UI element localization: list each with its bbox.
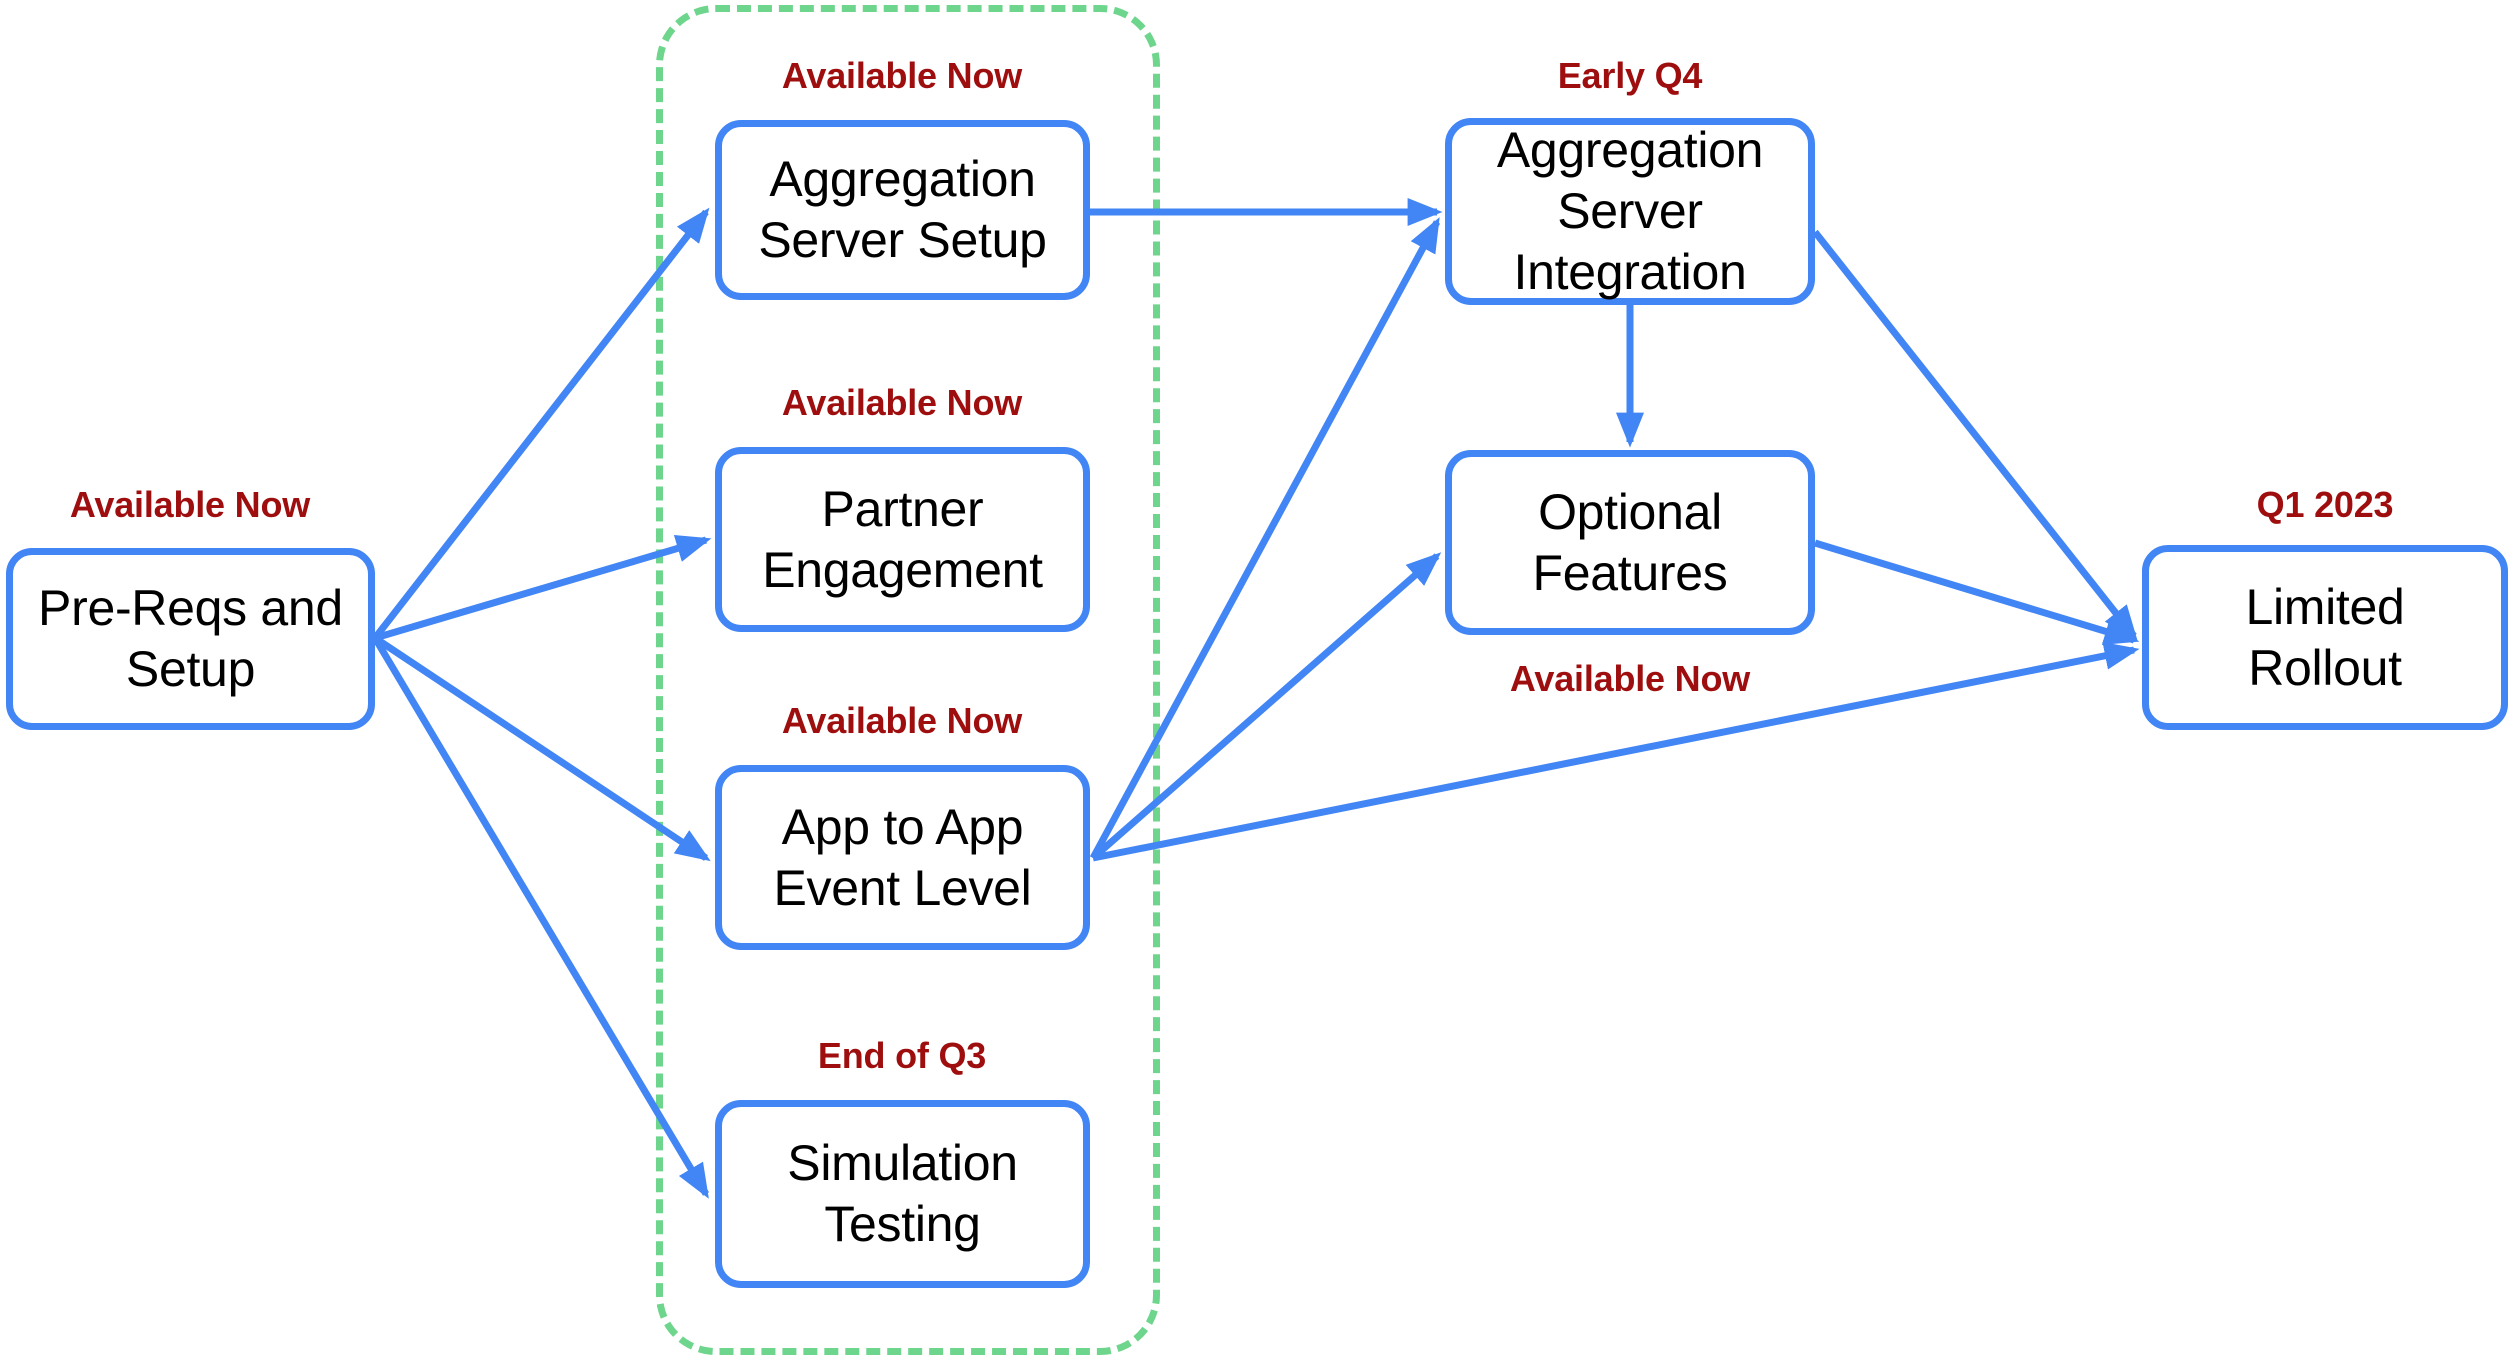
edge-pre-reqs-and-setup-to-partner-engagement xyxy=(374,534,712,642)
node-aggregation-server-integration[interactable]: Aggregation Server Integration xyxy=(1445,118,1815,305)
node-optional-features[interactable]: Optional Features xyxy=(1445,450,1815,635)
edge-app-to-app-event-level-to-aggregation-server-integration xyxy=(1089,217,1441,860)
edge-pre-reqs-and-setup-to-aggregation-server-setup xyxy=(372,207,710,641)
node-simulation-testing[interactable]: Simulation Testing xyxy=(715,1100,1090,1288)
node-partner-engagement[interactable]: Partner Engagement xyxy=(715,447,1090,632)
edge-aggregation-server-integration-to-limited-rollout xyxy=(1812,229,2138,641)
phase-label-limited-rollout: Q1 2023 xyxy=(2256,484,2394,525)
edge-optional-features-to-limited-rollout xyxy=(1813,539,2140,645)
edge-pre-reqs-and-setup-to-simulation-testing xyxy=(371,636,710,1199)
node-app-to-app-event-level[interactable]: App to App Event Level xyxy=(715,765,1090,950)
edge-app-to-app-event-level-to-optional-features xyxy=(1090,552,1442,861)
phase-label-optional-features: Available Now xyxy=(1509,658,1751,699)
phase-label-aggregation-server-setup: Available Now xyxy=(781,55,1023,96)
node-limited-rollout[interactable]: Limited Rollout xyxy=(2142,545,2508,730)
phase-label-simulation-testing: End of Q3 xyxy=(817,1035,987,1076)
phase-label-partner-engagement: Available Now xyxy=(781,382,1023,423)
phase-label-aggregation-server-integration: Early Q4 xyxy=(1557,55,1703,96)
node-aggregation-server-setup[interactable]: Aggregation Server Setup xyxy=(715,120,1090,300)
node-pre-reqs-and-setup[interactable]: Pre-Reqs and Setup xyxy=(6,548,375,730)
phase-label-pre-reqs-and-setup: Available Now xyxy=(69,484,311,525)
edge-app-to-app-event-level-to-limited-rollout xyxy=(1092,642,2140,862)
phase-label-app-to-app-event-level: Available Now xyxy=(781,700,1023,741)
edge-pre-reqs-and-setup-to-app-to-app-event-level xyxy=(373,635,711,862)
